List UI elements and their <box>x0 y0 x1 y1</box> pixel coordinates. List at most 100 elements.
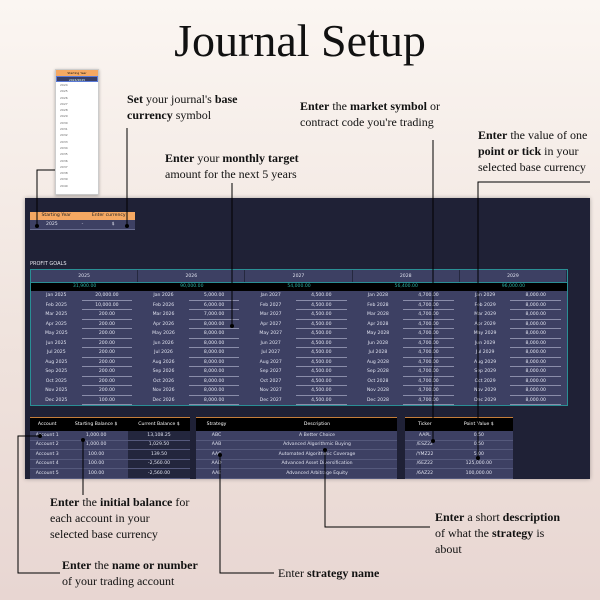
dropdown-option[interactable]: 2038 <box>60 171 68 176</box>
month-target-input[interactable]: 4,500.00 <box>296 396 347 405</box>
accounts-cell[interactable]: Account 1 <box>30 430 65 441</box>
month-target-input[interactable]: 8,000.00 <box>510 339 561 348</box>
month-target-input[interactable]: 4,500.00 <box>296 301 347 310</box>
strategies-cell[interactable]: AAD <box>196 459 238 469</box>
strategies-cell[interactable]: A Better Choice <box>237 430 397 441</box>
month-target-input[interactable]: 8,000.00 <box>510 348 561 358</box>
dropdown-option[interactable]: 2024 <box>60 83 68 87</box>
month-target-input[interactable]: 8,000.00 <box>510 301 561 310</box>
month-target-input[interactable]: 4,500.00 <box>296 339 347 348</box>
month-target-input[interactable]: 4,700.00 <box>403 310 454 320</box>
month-target-input[interactable]: 8,000.00 <box>188 386 240 396</box>
month-target-input[interactable]: 8,000.00 <box>188 339 240 348</box>
month-target-input[interactable]: 4,700.00 <box>403 301 454 310</box>
tickers-cell[interactable]: 0.50 <box>444 440 513 450</box>
month-target-input[interactable]: 4,500.00 <box>296 377 347 386</box>
month-target-input[interactable]: 200.00 <box>81 329 133 339</box>
month-target-input[interactable]: 4,500.00 <box>296 358 347 367</box>
month-target-input[interactable]: 10,000.00 <box>81 301 133 310</box>
dropdown-option[interactable]: 2031 <box>60 127 68 132</box>
month-target-input[interactable]: 200.00 <box>81 310 133 320</box>
month-target-input[interactable]: 8,000.00 <box>188 377 240 386</box>
accounts-cell[interactable]: Account 5 <box>30 468 65 479</box>
dropdown-option[interactable]: 2028 <box>60 108 68 113</box>
month-target-input[interactable]: 4,700.00 <box>403 348 454 358</box>
strategies-cell[interactable]: Automated Algorithmic Coverage <box>237 449 397 460</box>
month-target-input[interactable]: 8,000.00 <box>188 367 240 377</box>
dropdown-option[interactable]: 2026 <box>60 95 68 100</box>
accounts-cell[interactable]: Account 2 <box>30 440 65 450</box>
month-target-input[interactable]: 8,000.00 <box>510 367 561 377</box>
month-target-input[interactable]: 200.00 <box>81 386 133 396</box>
tickers-cell[interactable]: /YMZ22 <box>405 449 445 460</box>
month-target-input[interactable]: 4,500.00 <box>296 291 347 301</box>
month-target-input[interactable]: 4,700.00 <box>403 329 454 339</box>
month-target-input[interactable]: 4,500.00 <box>296 329 347 339</box>
month-target-input[interactable]: 4,500.00 <box>296 310 347 320</box>
month-target-input[interactable]: 200.00 <box>81 377 133 386</box>
accounts-cell[interactable]: Account 4 <box>30 459 65 469</box>
month-target-input[interactable]: 4,500.00 <box>296 348 347 358</box>
accounts-cell[interactable]: 1,000.00 <box>64 440 128 450</box>
dropdown-selected[interactable]: 2024/2025 <box>56 76 98 82</box>
month-target-input[interactable]: 4,500.00 <box>296 367 347 377</box>
month-target-input[interactable]: 200.00 <box>81 320 133 329</box>
dropdown-option[interactable]: 2040 <box>60 183 68 188</box>
accounts-cell[interactable]: Account 3 <box>30 449 65 460</box>
month-target-input[interactable]: 8,000.00 <box>510 396 561 405</box>
dropdown-option[interactable]: 2029 <box>60 114 68 119</box>
month-target-input[interactable]: 4,700.00 <box>403 396 454 405</box>
accounts-cell[interactable]: 100.00 <box>64 468 128 479</box>
tickers-cell[interactable]: /ESZ22 <box>405 440 445 450</box>
strategies-cell[interactable]: Advanced Asset Diversification <box>237 459 397 469</box>
month-target-input[interactable]: 8,000.00 <box>188 329 240 339</box>
month-target-input[interactable]: 4,700.00 <box>403 320 454 329</box>
month-target-input[interactable]: 6,000.00 <box>188 301 240 310</box>
month-target-input[interactable]: 4,700.00 <box>403 339 454 348</box>
month-target-input[interactable]: 100.00 <box>81 396 133 405</box>
dropdown-option[interactable]: 2027 <box>60 101 68 106</box>
month-target-input[interactable]: 4,700.00 <box>403 386 454 396</box>
strategies-cell[interactable]: Advanced Algorithmic Buying <box>237 440 397 450</box>
dropdown-option[interactable]: 2039 <box>60 177 68 182</box>
month-target-input[interactable]: 8,000.00 <box>188 320 240 329</box>
tickers-cell[interactable]: 0.50 <box>444 430 513 441</box>
dropdown-option[interactable]: 2034 <box>60 145 68 150</box>
month-target-input[interactable]: 8,000.00 <box>510 386 561 396</box>
strategies-cell[interactable]: AAB <box>196 440 238 450</box>
month-target-input[interactable]: 20,000.00 <box>81 291 133 301</box>
accounts-cell[interactable]: 100.00 <box>64 449 128 460</box>
month-target-input[interactable]: 200.00 <box>81 348 133 358</box>
currency-cell[interactable]: $ <box>111 222 115 227</box>
tickers-cell[interactable]: AAPL <box>405 430 445 441</box>
month-target-input[interactable]: 4,700.00 <box>403 367 454 377</box>
strategies-cell[interactable]: Advanced Arbitrage Equity <box>237 468 397 479</box>
tickers-cell[interactable]: 100,000.00 <box>444 468 513 479</box>
dropdown-option[interactable]: 2035 <box>60 152 68 157</box>
month-target-input[interactable]: 4,700.00 <box>403 291 454 301</box>
month-target-input[interactable]: 8,000.00 <box>510 358 561 367</box>
month-target-input[interactable]: 8,000.00 <box>188 358 240 367</box>
tickers-cell[interactable]: 125,000.00 <box>444 459 513 469</box>
dropdown-option[interactable]: 2032 <box>60 133 68 138</box>
dropdown-option[interactable]: 2036 <box>60 158 68 163</box>
strategies-cell[interactable]: ABC <box>196 430 238 441</box>
month-target-input[interactable]: 200.00 <box>81 358 133 367</box>
month-target-input[interactable]: 200.00 <box>81 339 133 348</box>
month-target-input[interactable]: 8,000.00 <box>510 320 561 329</box>
month-target-input[interactable]: 8,000.00 <box>510 377 561 386</box>
month-target-input[interactable]: 4,500.00 <box>296 386 347 396</box>
month-target-input[interactable]: 4,700.00 <box>403 377 454 386</box>
tickers-cell[interactable]: /6EZ22 <box>405 459 445 469</box>
dropdown-option[interactable]: 2025 <box>60 89 68 94</box>
month-target-input[interactable]: 5,000.00 <box>188 291 240 301</box>
month-target-input[interactable]: 8,000.00 <box>510 291 561 301</box>
month-target-input[interactable]: 4,500.00 <box>296 320 347 329</box>
tickers-cell[interactable]: /6AZ22 <box>405 468 445 479</box>
month-target-input[interactable]: 7,000.00 <box>188 310 240 320</box>
dropdown-option[interactable]: 2033 <box>60 139 68 144</box>
accounts-cell[interactable]: 100.00 <box>64 459 128 469</box>
strategies-cell[interactable]: AAE <box>196 468 238 479</box>
month-target-input[interactable]: 4,700.00 <box>403 358 454 367</box>
